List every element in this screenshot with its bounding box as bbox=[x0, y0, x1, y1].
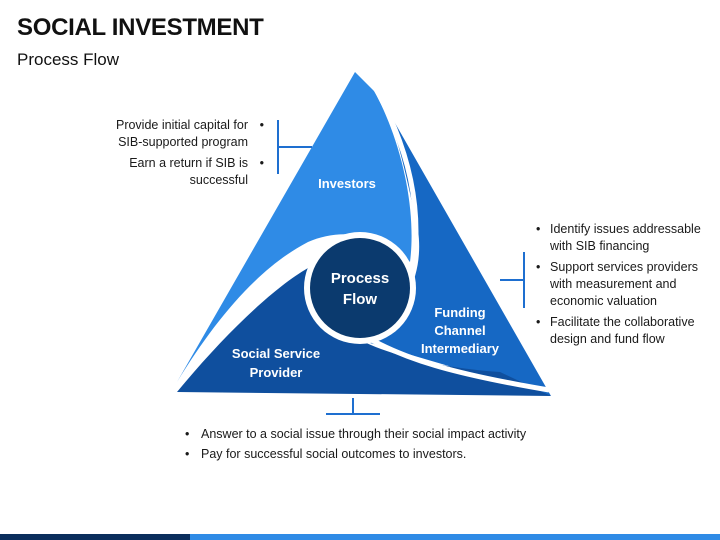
investors-label: Investors bbox=[318, 176, 376, 191]
page-title: SOCIAL INVESTMENT bbox=[17, 14, 264, 41]
provider-segment bbox=[177, 268, 551, 396]
provider-label-1: Social Service bbox=[232, 346, 320, 361]
investors-point: Provide initial capital for SIB-supporte… bbox=[90, 117, 268, 151]
provider-point: Pay for successful social outcomes to in… bbox=[185, 446, 605, 463]
funding-point: Identify issues addressable with SIB fin… bbox=[536, 221, 716, 255]
investors-connector bbox=[277, 120, 312, 174]
center-label-2: Flow bbox=[343, 291, 377, 308]
provider-connector bbox=[326, 398, 380, 415]
center-circle bbox=[310, 238, 410, 338]
investors-points-list: Provide initial capital for SIB-supporte… bbox=[90, 117, 268, 193]
provider-point: Answer to a social issue through their s… bbox=[185, 426, 605, 443]
funding-point: Support services providers with measurem… bbox=[536, 259, 716, 310]
separator-left bbox=[177, 247, 313, 386]
investors-point: Earn a return if SIB is successful bbox=[90, 155, 268, 189]
provider-label-2: Provider bbox=[250, 365, 303, 380]
funding-label-1: Funding bbox=[434, 305, 485, 320]
investors-segment bbox=[177, 72, 412, 382]
separator-right bbox=[370, 82, 419, 263]
funding-point: Facilitate the collaborative design and … bbox=[536, 314, 716, 348]
funding-points-list: Identify issues addressable with SIB fin… bbox=[536, 221, 716, 352]
funding-label-2: Channel bbox=[434, 323, 485, 338]
footer-bar bbox=[0, 534, 720, 540]
page-subtitle: Process Flow bbox=[17, 50, 120, 69]
center-label-1: Process bbox=[331, 270, 389, 287]
funding-label-3: Intermediary bbox=[421, 341, 500, 356]
funding-connector bbox=[500, 252, 525, 308]
provider-points-list: Answer to a social issue through their s… bbox=[185, 426, 605, 466]
